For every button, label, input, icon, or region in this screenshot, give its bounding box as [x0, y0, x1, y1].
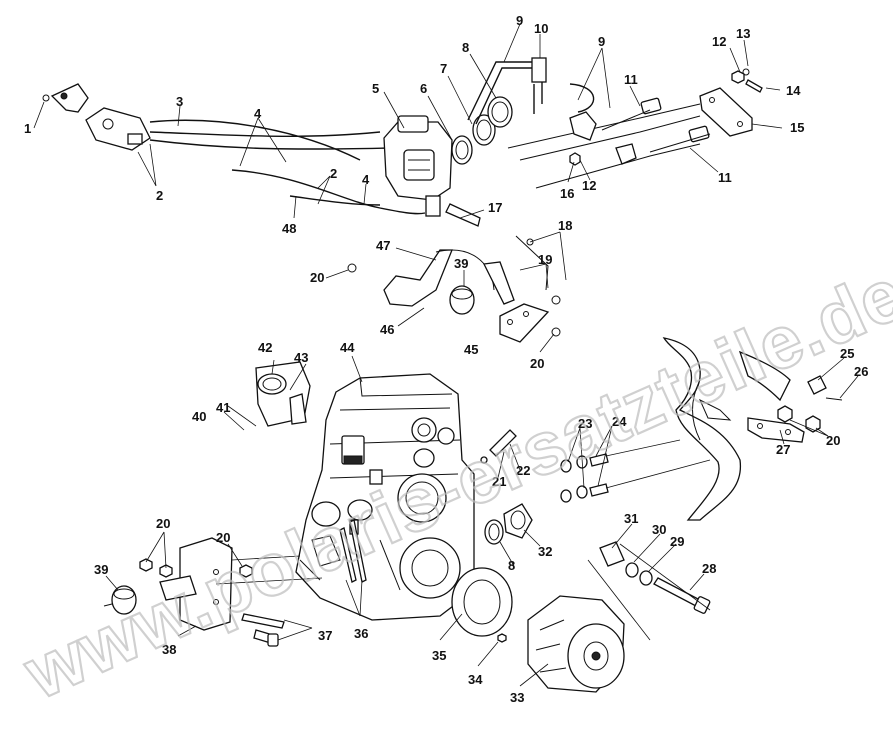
callout-26: 26 [854, 364, 868, 379]
callout-15: 15 [790, 120, 804, 135]
engine-mount-38 [159, 537, 233, 631]
mount-bracket [42, 83, 89, 113]
washers-29-30 [625, 562, 653, 586]
callout-10: 10 [534, 21, 548, 36]
callout-39-a: 39 [454, 256, 468, 271]
callout-4-b: 4 [362, 172, 370, 187]
callout-48: 48 [282, 221, 296, 236]
plate-15 [699, 87, 753, 137]
pin-21-22 [480, 429, 517, 464]
callout-12: 12 [712, 34, 726, 49]
callout-40: 40 [192, 409, 206, 424]
callout-1: 1 [24, 121, 31, 136]
callout-20-b: 20 [530, 356, 544, 371]
clamp-8-lower [484, 519, 504, 545]
callout-44: 44 [340, 340, 355, 355]
callout-3: 3 [176, 94, 183, 109]
callout-14: 14 [786, 83, 801, 98]
rubber-mount-39-bottom [103, 585, 137, 615]
callout-22: 22 [516, 463, 530, 478]
nuts-12-13-14 [569, 68, 763, 166]
callout-33: 33 [510, 690, 524, 705]
screw-34 [497, 633, 507, 643]
carb-boot [451, 96, 513, 165]
callout-47: 47 [376, 238, 390, 253]
watermark: www.polaris-ersatzteile.de [11, 250, 893, 716]
vent-line [467, 57, 595, 125]
clip-25-26 [807, 375, 843, 401]
callout-19: 19 [538, 252, 552, 267]
callout-4: 4 [254, 106, 262, 121]
lift-strap [347, 249, 515, 307]
callout-31: 31 [624, 511, 638, 526]
callout-9: 9 [516, 13, 523, 28]
rubber-mount-39-top [449, 285, 475, 315]
callout-8: 8 [462, 40, 469, 55]
bolts-37 [241, 613, 285, 647]
callout-7: 7 [440, 61, 447, 76]
frame-section [662, 337, 791, 521]
bolt-28 [653, 577, 711, 614]
callout-42: 42 [258, 340, 272, 355]
callout-45: 45 [464, 342, 478, 357]
callout-6: 6 [420, 81, 427, 96]
callout-35: 35 [432, 648, 446, 663]
bolts-36 [339, 519, 367, 583]
plate-27 [747, 417, 805, 443]
fuel-pump [85, 107, 151, 151]
vent-hoses [149, 119, 426, 215]
callout-30: 30 [652, 522, 666, 537]
callout-24: 24 [612, 414, 627, 429]
callout-38: 38 [162, 642, 176, 657]
callout-9-b: 9 [598, 34, 605, 49]
callout-23: 23 [578, 416, 592, 431]
callout-labels: 1 2 2 3 4 4 5 6 7 8 9 9 10 11 11 12 12 1… [24, 13, 868, 705]
callout-11-b: 11 [718, 170, 732, 185]
bracket-45 [499, 235, 561, 343]
callout-16: 16 [560, 186, 574, 201]
callout-20-d: 20 [216, 530, 230, 545]
callout-2: 2 [156, 188, 163, 203]
callout-36: 36 [354, 626, 368, 641]
callout-32: 32 [538, 544, 552, 559]
engine-block [295, 373, 475, 621]
boot-32 [503, 503, 533, 539]
leader-lines [33, 23, 859, 687]
callout-8-b: 8 [508, 558, 515, 573]
callout-46: 46 [380, 322, 394, 337]
spacer-31 [599, 541, 625, 567]
callout-11: 11 [624, 72, 638, 87]
intake-manifold [255, 361, 311, 427]
callout-29: 29 [670, 534, 684, 549]
callout-17: 17 [488, 200, 502, 215]
callout-18: 18 [558, 218, 572, 233]
callout-21: 21 [492, 474, 506, 489]
callout-27: 27 [776, 442, 790, 457]
callout-41: 41 [216, 400, 230, 415]
drive-clutch-33 [527, 595, 625, 693]
mount-rails [507, 97, 711, 189]
callout-5: 5 [372, 81, 379, 96]
callout-37: 37 [318, 628, 332, 643]
watermark-text: www.polaris-ersatzteile.de [12, 251, 893, 715]
callout-34: 34 [468, 672, 483, 687]
callout-39-b: 39 [94, 562, 108, 577]
clutch-cover-35 [451, 567, 513, 637]
carburetor [383, 115, 481, 227]
callout-20-a: 20 [310, 270, 324, 285]
callout-13: 13 [736, 26, 750, 41]
callout-20-c: 20 [156, 516, 170, 531]
callout-12-b: 12 [582, 178, 596, 193]
callout-20-e: 20 [826, 433, 840, 448]
callout-25: 25 [840, 346, 854, 361]
callout-28: 28 [702, 561, 716, 576]
nuts-20-left [139, 558, 253, 578]
callout-2-b: 2 [330, 166, 337, 181]
callout-43: 43 [294, 350, 308, 365]
